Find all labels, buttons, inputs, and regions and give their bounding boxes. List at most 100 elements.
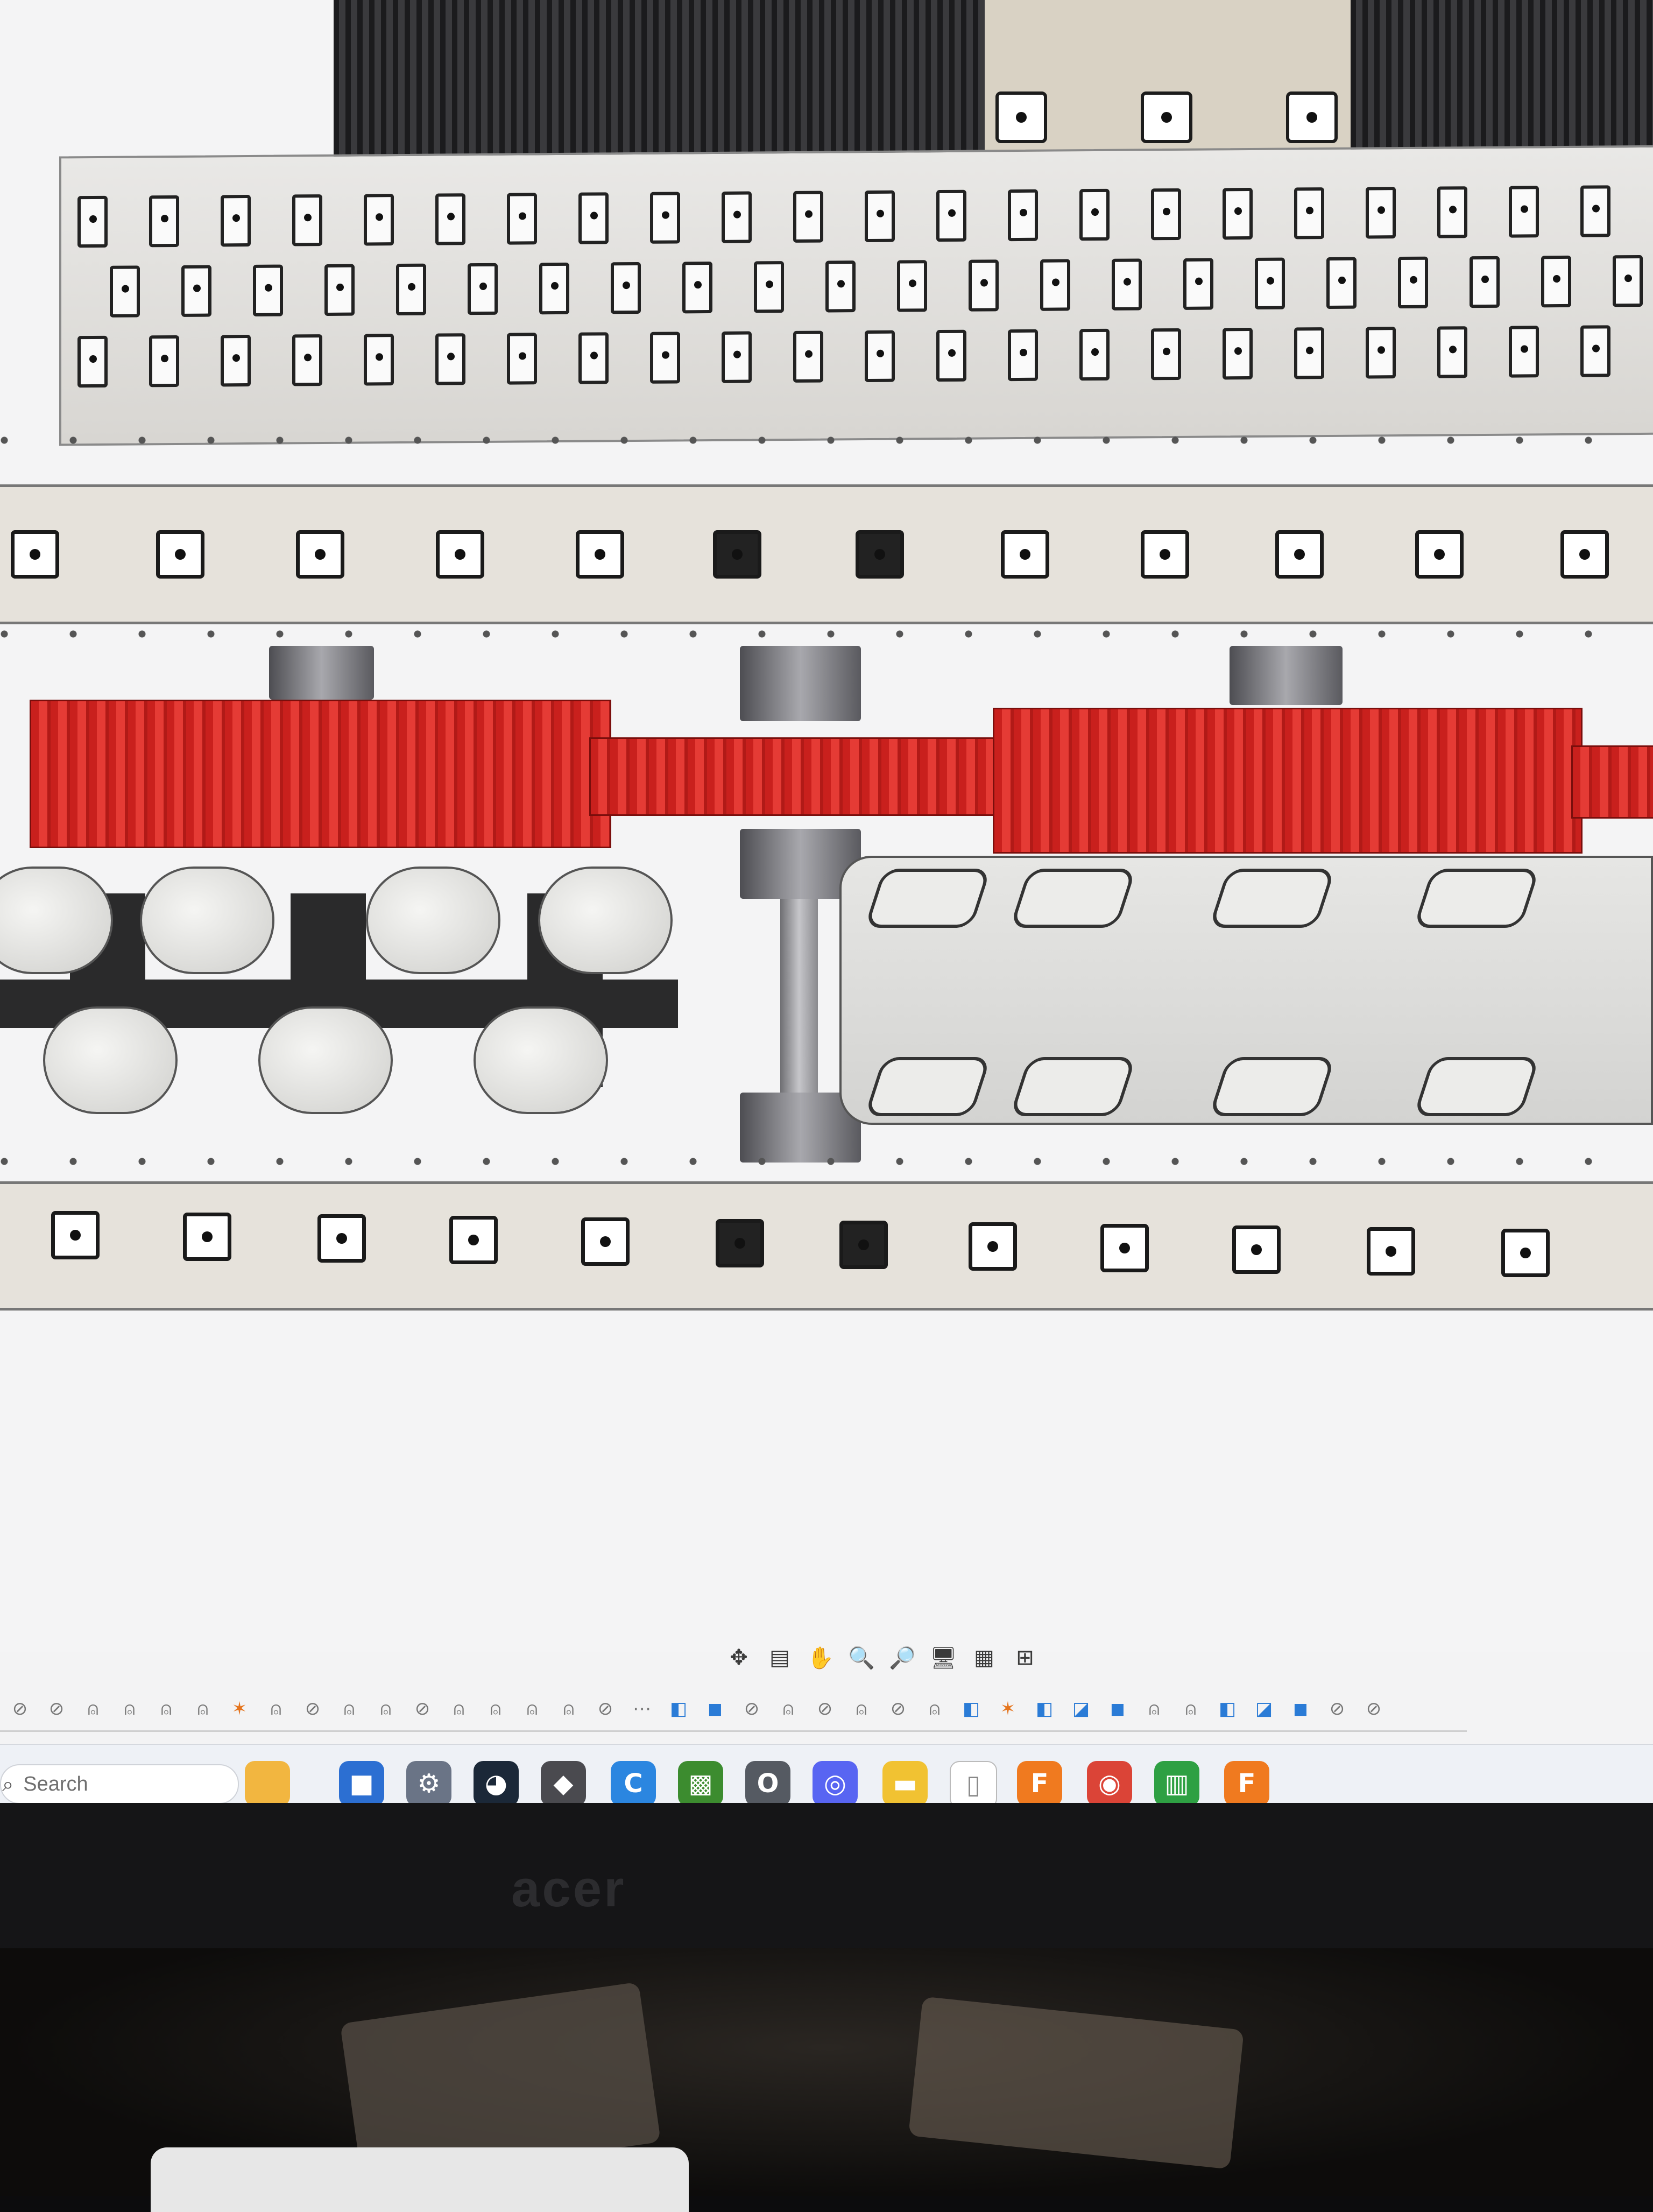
timeline-feature-icon[interactable]: ◼: [707, 1698, 723, 1720]
minecraft-icon[interactable]: ▩: [678, 1761, 723, 1806]
plate-slot: [1613, 255, 1643, 307]
design-timeline[interactable]: ⊘ ⊘ ⍝ ⍝ ⍝ ⍝ ✶ ⍝ ⊘ ⍝ ⍝ ⊘ ⍝ ⍝ ⍝ ⍝ ⊘ ⋯ ◧ ◼ ⊘ ⍝ ⊘ ⍝ ⊘ ⍝ ◧ ✶ ◧ ◪ ◼ ⍝ ⍝ ◧ ◪ ◼ ⊘ ⊘: [0, 1687, 1467, 1732]
timeline-feature-icon[interactable]: ⍝: [526, 1698, 538, 1720]
timeline-feature-icon[interactable]: ◼: [1110, 1698, 1126, 1720]
chrome-icon[interactable]: ◉: [1087, 1761, 1132, 1806]
app-o-icon[interactable]: O: [745, 1761, 790, 1806]
plate-slot: [1079, 188, 1110, 241]
timeline-feature-icon[interactable]: ◧: [962, 1698, 980, 1720]
timeline-feature-icon[interactable]: ⊘: [414, 1698, 430, 1720]
pan-icon[interactable]: ✋: [807, 1645, 834, 1671]
timeline-feature-icon[interactable]: ⊘: [48, 1698, 65, 1720]
timeline-feature-icon[interactable]: ✶: [231, 1698, 248, 1720]
timeline-feature-icon[interactable]: ⊘: [744, 1698, 760, 1720]
timeline-feature-icon[interactable]: ⍝: [160, 1698, 172, 1720]
timeline-feature-icon[interactable]: ⊘: [890, 1698, 906, 1720]
timeline-feature-icon[interactable]: ⊘: [597, 1698, 613, 1720]
timeline-feature-icon[interactable]: ⍝: [1185, 1698, 1197, 1720]
settings-icon[interactable]: ⚙: [406, 1761, 451, 1806]
timeline-feature-icon[interactable]: ⍝: [929, 1698, 941, 1720]
app-green-icon[interactable]: ▥: [1154, 1761, 1199, 1806]
rail-hole: [183, 1213, 231, 1261]
plate-slot: [364, 194, 394, 246]
plate-slot: [611, 262, 641, 314]
motor-right: [1351, 0, 1653, 161]
plate-slot: [1223, 327, 1253, 380]
monitor-bezel: [0, 1803, 1653, 1964]
file-explorer-icon[interactable]: ▬: [882, 1761, 928, 1806]
search-placeholder: Search: [23, 1772, 88, 1795]
timeline-feature-icon[interactable]: ⍝: [380, 1698, 392, 1720]
timeline-feature-icon[interactable]: ⍝: [270, 1698, 282, 1720]
timeline-feature-icon[interactable]: ⊘: [1366, 1698, 1382, 1720]
omni-roller: [366, 867, 500, 974]
plate-slot: [396, 263, 426, 316]
spacer-left-top: [269, 646, 374, 700]
tread-lug: [1413, 1057, 1540, 1116]
cad-viewport[interactable]: [0, 0, 1653, 1652]
traction-wheel: [839, 856, 1653, 1125]
plate-slot: [1008, 189, 1038, 242]
app-c-icon[interactable]: C: [611, 1761, 656, 1806]
timeline-feature-icon[interactable]: ⊘: [12, 1698, 28, 1720]
timeline-feature-icon[interactable]: ⊘: [1329, 1698, 1345, 1720]
widgets-icon[interactable]: [245, 1761, 290, 1806]
plate-slot: [1151, 328, 1181, 381]
rail-hole: [856, 530, 904, 579]
plate-slot: [1151, 188, 1181, 241]
timeline-feature-icon[interactable]: ⍝: [1148, 1698, 1160, 1720]
timeline-feature-icon[interactable]: ⊘: [305, 1698, 321, 1720]
timeline-feature-icon[interactable]: ⊘: [817, 1698, 833, 1720]
timeline-feature-icon[interactable]: ⋯: [633, 1698, 651, 1720]
plate-slot: [292, 334, 322, 386]
omni-roller: [0, 867, 113, 974]
plate-slot: [650, 332, 680, 384]
timeline-feature-icon[interactable]: ⍝: [453, 1698, 465, 1720]
timeline-feature-icon[interactable]: ✶: [1000, 1698, 1016, 1720]
plate-slot: [181, 265, 211, 317]
timeline-feature-icon[interactable]: ⍝: [563, 1698, 575, 1720]
store-icon[interactable]: ■: [339, 1761, 384, 1806]
timeline-feature-icon[interactable]: ◧: [1218, 1698, 1237, 1720]
steam-icon[interactable]: ◕: [474, 1761, 519, 1806]
discord-icon[interactable]: ◎: [813, 1761, 858, 1806]
timeline-feature-icon[interactable]: ⍝: [197, 1698, 209, 1720]
fastener-row: [0, 436, 1653, 445]
taskbar-search[interactable]: ⌕ Search: [0, 1764, 239, 1804]
omni-roller: [538, 867, 673, 974]
plate-slot: [825, 260, 856, 313]
fit-icon[interactable]: 🔎: [889, 1645, 916, 1671]
display-settings-icon[interactable]: 🖥: [929, 1645, 957, 1671]
timeline-feature-icon[interactable]: ◪: [1072, 1698, 1090, 1720]
fusion-1-icon[interactable]: F: [1017, 1761, 1062, 1806]
rail-hole: [1275, 530, 1324, 579]
viewports-icon[interactable]: ⊞: [1016, 1645, 1034, 1670]
timeline-feature-icon[interactable]: ⍝: [124, 1698, 136, 1720]
timeline-feature-icon[interactable]: ⍝: [87, 1698, 99, 1720]
orbit-icon[interactable]: ✥: [730, 1645, 748, 1670]
timeline-feature-icon[interactable]: ◼: [1292, 1698, 1309, 1720]
plate-slot: [865, 190, 895, 243]
rail-hole: [969, 1222, 1017, 1271]
document-icon[interactable]: ▯: [950, 1761, 997, 1808]
timeline-feature-icon[interactable]: ◧: [1035, 1698, 1054, 1720]
timeline-feature-icon[interactable]: ⍝: [856, 1698, 867, 1720]
tread-lug: [1009, 1057, 1136, 1116]
timeline-feature-icon[interactable]: ⍝: [782, 1698, 794, 1720]
fusion-2-icon[interactable]: F: [1224, 1761, 1269, 1806]
timeline-feature-icon[interactable]: ◧: [669, 1698, 688, 1720]
rail-hole: [1232, 1225, 1281, 1274]
timeline-feature-icon[interactable]: ⍝: [343, 1698, 355, 1720]
upper-slotted-plate: [59, 145, 1653, 446]
look-at-icon[interactable]: ▤: [769, 1645, 790, 1670]
timeline-feature-icon[interactable]: ◪: [1255, 1698, 1273, 1720]
fastener-row: [0, 630, 1653, 638]
plate-slot: [1366, 187, 1396, 239]
timeline-feature-icon[interactable]: ⍝: [490, 1698, 501, 1720]
plate-slot: [897, 260, 927, 312]
zoom-icon[interactable]: 🔍: [848, 1645, 875, 1671]
3d-app-icon[interactable]: ◆: [541, 1761, 586, 1806]
grid-snaps-icon[interactable]: ▦: [974, 1645, 994, 1670]
plate-slot: [1437, 186, 1467, 238]
navigation-toolbar: ✥ ▤ ✋ 🔍 🔎 🖥 ▦ ⊞: [721, 1642, 1043, 1674]
